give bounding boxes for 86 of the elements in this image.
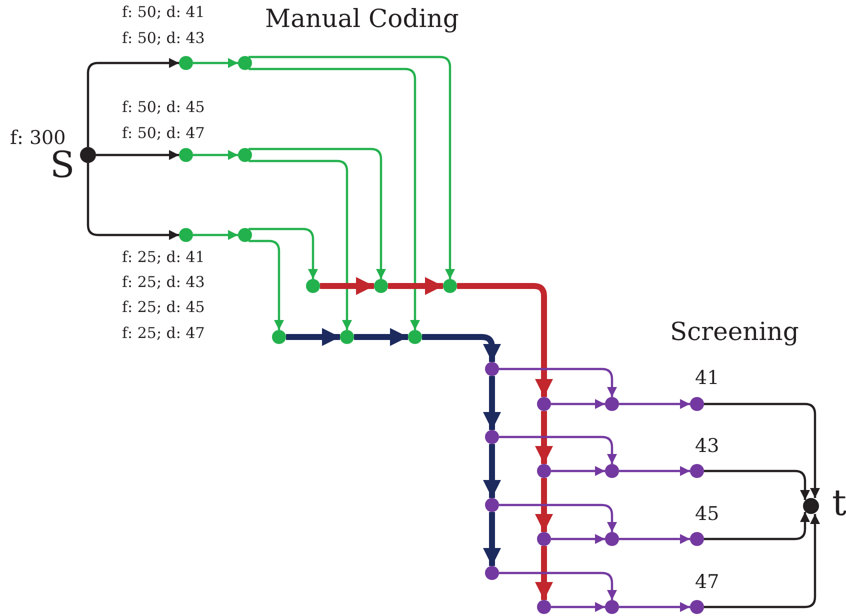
node-dot	[605, 464, 619, 478]
node-dot	[306, 279, 320, 293]
arrow	[457, 283, 553, 397]
arrow	[704, 512, 810, 540]
node-dot	[803, 498, 819, 514]
arrow	[248, 160, 352, 330]
arrow	[619, 399, 690, 409]
arrow	[499, 436, 617, 464]
arrow	[96, 150, 179, 160]
flow-label: f: 25; d: 47	[122, 325, 205, 342]
node-dot	[485, 430, 499, 444]
arrow	[483, 512, 501, 566]
arrow	[483, 444, 501, 498]
node-dot	[690, 397, 704, 411]
node-dot	[485, 498, 499, 512]
arrow	[248, 148, 386, 279]
arrow	[248, 56, 455, 279]
node-dot	[443, 279, 457, 293]
arrow	[248, 240, 284, 330]
node-caption: f: 300	[10, 128, 66, 149]
flow-label: f: 25; d: 41	[122, 249, 205, 266]
node-dot	[690, 464, 704, 478]
arrow	[551, 466, 605, 476]
arrow	[286, 328, 340, 346]
section-heading: Manual Coding	[265, 5, 459, 32]
node-dot	[179, 148, 193, 162]
flow-label: f: 25; d: 45	[122, 299, 205, 316]
node-dot	[238, 148, 252, 162]
node-dot	[238, 56, 252, 70]
arrow	[535, 411, 553, 464]
arrow	[704, 402, 820, 498]
node-dot	[605, 532, 619, 546]
flow-label: f: 50; d: 41	[122, 4, 205, 20]
flow-label: f: 50; d: 45	[122, 99, 205, 116]
arrow	[619, 466, 690, 476]
arrow	[535, 478, 553, 532]
node-dot	[238, 228, 252, 242]
arrow	[388, 277, 443, 295]
arrow	[704, 514, 820, 608]
arrow	[499, 572, 617, 600]
node-dot	[272, 330, 286, 344]
section-heading: Screening	[670, 318, 799, 346]
arrow	[193, 58, 238, 68]
node-caption: S	[50, 146, 75, 186]
arrow	[551, 399, 605, 409]
node-dot	[485, 362, 499, 376]
node-dot	[537, 397, 551, 411]
node-dot	[605, 600, 619, 614]
arrow	[551, 602, 605, 612]
arrow	[551, 534, 605, 544]
arrow	[499, 368, 617, 397]
node-dot	[340, 330, 354, 344]
node-dot	[80, 147, 96, 163]
arrow	[193, 230, 238, 240]
node-dot	[179, 228, 193, 242]
arrow	[535, 546, 553, 600]
arrow	[248, 228, 318, 279]
arrow	[619, 602, 690, 612]
node-caption: 45	[695, 504, 720, 525]
node-dot	[537, 464, 551, 478]
arrow	[483, 376, 501, 430]
flow-label: f: 25; d: 43	[122, 274, 205, 290]
node-dot	[537, 532, 551, 546]
node-caption: 41	[695, 368, 720, 389]
node-dot	[690, 600, 704, 614]
arrow	[320, 277, 374, 295]
node-dot	[605, 397, 619, 411]
flow-label: f: 50; d: 47	[122, 125, 205, 142]
arrow	[86, 163, 179, 240]
arrow	[422, 334, 501, 362]
arrow	[619, 534, 690, 544]
node-caption: 43	[695, 436, 720, 457]
arrow	[86, 58, 179, 147]
arrow	[704, 470, 810, 500]
arrow	[248, 68, 420, 330]
flow-label: f: 50; d: 43	[122, 30, 205, 46]
node-dot	[374, 279, 388, 293]
node-dot	[485, 566, 499, 580]
node-dot	[690, 532, 704, 546]
node-caption: 47	[695, 572, 720, 593]
node-dot	[537, 600, 551, 614]
node-dot	[408, 330, 422, 344]
node-dot	[179, 56, 193, 70]
arrow	[354, 328, 408, 346]
arrow	[499, 504, 617, 532]
arrow	[193, 150, 238, 160]
